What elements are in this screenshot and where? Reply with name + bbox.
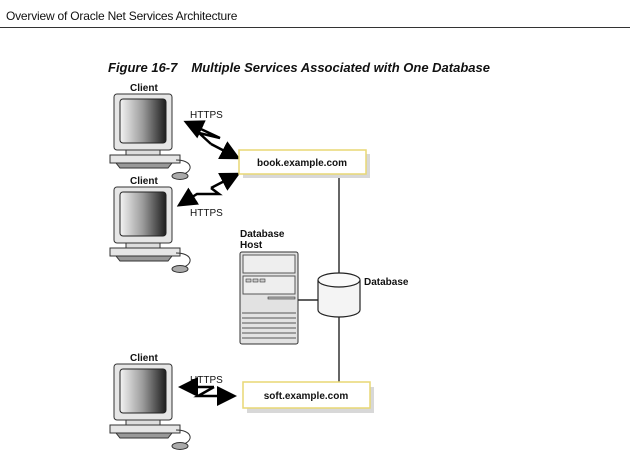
server-icon	[239, 251, 299, 345]
computer-icon	[109, 93, 191, 180]
protocol-label: HTTPS	[190, 208, 223, 219]
figure-title: Multiple Services Associated with One Da…	[191, 60, 490, 75]
computer-icon	[109, 186, 191, 273]
service-label: soft.example.com	[264, 391, 349, 402]
client-3: Client	[109, 353, 191, 450]
client-2: Client	[109, 176, 191, 273]
host-label-line2: Host	[240, 240, 263, 251]
figure-number: Figure 16-7	[108, 60, 178, 75]
host-label-line1: Database	[240, 229, 285, 240]
service-soft: soft.example.com	[242, 381, 374, 413]
lightning-link	[193, 385, 237, 406]
https-link-2: HTTPS	[176, 172, 241, 219]
client-label: Client	[130, 83, 158, 94]
database: Database	[317, 272, 409, 318]
database-label: Database	[364, 277, 409, 288]
protocol-label: HTTPS	[190, 110, 223, 121]
figure-caption: Figure 16-7 Multiple Services Associated …	[108, 60, 490, 75]
computer-icon	[109, 363, 191, 450]
https-link-1: HTTPS	[183, 110, 241, 160]
client-1: Client	[109, 83, 191, 180]
page-header: Overview of Oracle Net Services Architec…	[6, 9, 238, 23]
client-label: Client	[130, 176, 158, 187]
database-icon	[317, 280, 361, 318]
service-book: book.example.com	[238, 149, 370, 178]
header-rule	[0, 27, 630, 28]
protocol-label: HTTPS	[190, 375, 223, 386]
lightning-link	[183, 120, 221, 145]
client-label: Client	[130, 353, 158, 364]
service-label: book.example.com	[257, 158, 347, 169]
https-link-3: HTTPS	[178, 375, 237, 406]
database-host: Database Host	[239, 229, 299, 345]
lightning-link	[176, 187, 223, 207]
